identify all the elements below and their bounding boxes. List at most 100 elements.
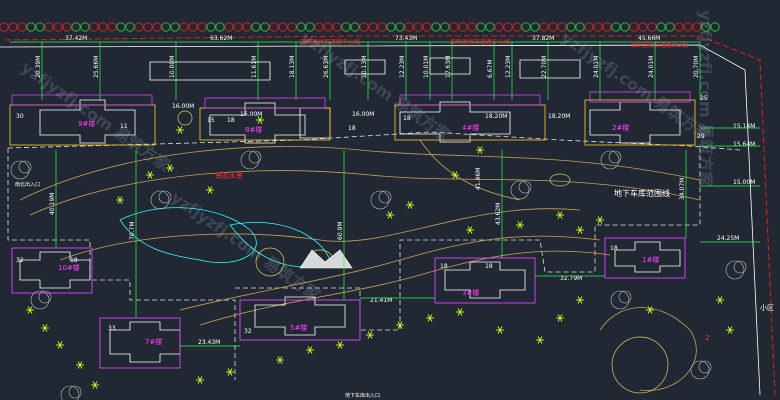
basement-range-label: 地下车库范围线 [614, 188, 670, 198]
tree-icon [269, 22, 279, 32]
shrub-stroke [367, 334, 371, 339]
shrub-stroke [279, 359, 283, 364]
lower-dimension-lines [55, 127, 760, 347]
shrub-stroke [92, 381, 96, 386]
shrub-stroke [207, 186, 211, 191]
tree-icon [224, 22, 234, 32]
shrub-stroke [229, 368, 233, 373]
tree-icon [314, 22, 324, 32]
shrub-stroke [519, 224, 523, 229]
tree-icon [539, 22, 549, 32]
lower-dim: 60.9M [337, 221, 344, 240]
lower-dim: 34.07M [679, 178, 686, 200]
shrub-stroke [559, 214, 563, 219]
building-label-1: 1#楼 [642, 255, 659, 264]
shrub-stroke [387, 211, 391, 216]
building-label-3: 3#楼 [462, 288, 479, 297]
vertical-dimension-label: 10.13M [361, 56, 368, 78]
floor-tag: 15 [207, 117, 215, 124]
shrub-stroke [579, 229, 583, 234]
tree-icon [683, 22, 693, 32]
shrub-stroke [367, 331, 371, 336]
shrub-stroke [597, 219, 601, 224]
shrub-icon [536, 336, 544, 344]
floor-tag: 18 [70, 257, 78, 264]
shrub-icon [386, 211, 394, 219]
shrub-stroke [577, 226, 581, 231]
tree-cluster-icon [158, 190, 172, 204]
shrub-stroke [397, 321, 401, 326]
shrub-stroke [647, 309, 651, 314]
shrub-stroke [459, 311, 463, 316]
shrub-stroke [559, 317, 563, 322]
shrub-icon [206, 186, 214, 194]
vertical-dimension-label: 6.67M [487, 59, 494, 78]
floor-tag: 18 [485, 263, 493, 270]
tree-icon [188, 22, 198, 32]
shrub-icon [176, 126, 184, 134]
shrub-stroke [517, 221, 521, 226]
vertical-dimension-label: 18.13M [289, 56, 296, 78]
tree-icon [80, 22, 90, 32]
shrub-icon [646, 306, 654, 314]
tree-cluster-icon [60, 385, 80, 400]
tree-icon [575, 22, 585, 32]
shrub-stroke [169, 167, 173, 172]
small-number-label: 2 [705, 334, 709, 342]
tree-icon [431, 22, 441, 32]
mid-dim: 18.20M [548, 113, 570, 120]
lower-dim: 70.7M [129, 221, 136, 240]
mid-dim: 15.00M [733, 179, 755, 186]
tree-icon [197, 22, 207, 32]
vertical-dimension-label: 20.39M [35, 56, 42, 78]
tree-icon [71, 22, 81, 32]
shrub-stroke [539, 336, 543, 341]
tree-icon [656, 22, 666, 32]
tree-icon [413, 22, 423, 32]
tree-icon [485, 22, 495, 32]
shrub-icon [476, 146, 484, 154]
shrub-stroke [307, 349, 311, 354]
magenta-outlines [11, 91, 691, 109]
tree-icon [0, 22, 9, 32]
top-tree-row [0, 22, 720, 32]
landscape-paths [19, 139, 701, 391]
shrub-stroke [79, 364, 83, 369]
top-dim-2: 63.62M [210, 35, 232, 42]
top-dim-1: 37.42M [65, 35, 87, 42]
tree-icon [512, 22, 522, 32]
shrub-stroke [537, 336, 541, 341]
shrub-stroke [389, 211, 393, 216]
tree-icon [674, 22, 684, 32]
shrub-icon [91, 381, 99, 389]
top-dim-4: 37.82M [532, 35, 554, 42]
tree-cluster-icon [30, 290, 50, 310]
shrub-stroke [719, 299, 723, 304]
tree-cluster-icon [733, 260, 747, 274]
lower-dim: 43.62M [495, 203, 502, 225]
red-center-label: 景观水景 [215, 171, 243, 180]
tree-icon [89, 22, 99, 32]
tree-icon [422, 22, 432, 32]
shrub-stroke [459, 308, 463, 313]
shrub-stroke [209, 186, 213, 191]
tree-icon [404, 22, 414, 32]
shrub-stroke [169, 164, 173, 169]
tree-icon [233, 22, 243, 32]
shrub-stroke [79, 361, 83, 366]
tree-icon [602, 22, 612, 32]
shrub-icon [396, 321, 404, 329]
vertical-dimension-label: 10.00M [169, 56, 176, 78]
shrub-stroke [59, 341, 63, 346]
shrub-stroke [42, 327, 46, 332]
tree-icon [521, 22, 531, 32]
tree-icon [566, 22, 576, 32]
small-right-label: 小区 [760, 303, 774, 312]
mid-dim: 16.00M [240, 111, 262, 118]
shrub-icon [406, 201, 414, 209]
lower-dim: 23.43M [198, 339, 220, 346]
shrub-stroke [407, 204, 411, 209]
lower-dim: 40.19M [49, 193, 56, 215]
